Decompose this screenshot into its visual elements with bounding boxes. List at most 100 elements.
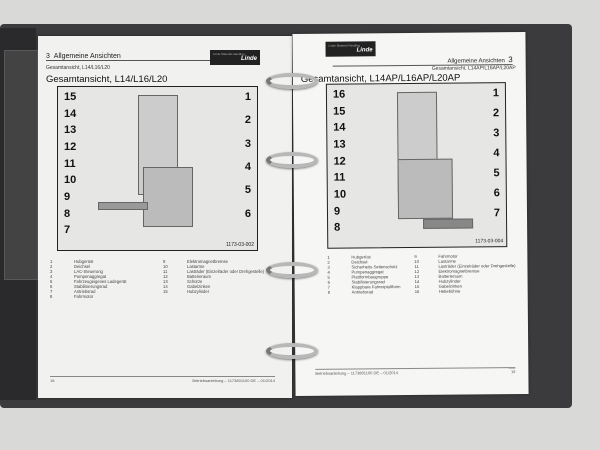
legend-label: Hubgerüst bbox=[74, 259, 94, 264]
page-number: 18 bbox=[50, 378, 55, 383]
binder-ring bbox=[266, 73, 318, 89]
binder-ring bbox=[266, 343, 318, 359]
callout-number: 4 bbox=[493, 147, 500, 160]
legend-item: 9 Elektromagnetbremse bbox=[163, 259, 264, 264]
legend-column: 9 Elektromagnetbremse 10 Lastarme 11 Lasträde… bbox=[163, 259, 264, 294]
legend-number: 5 bbox=[50, 279, 53, 284]
legend-number: 6 bbox=[50, 284, 53, 289]
callout-number: 7 bbox=[64, 224, 71, 237]
legend-item: 1 Hubgerüst bbox=[50, 259, 126, 264]
legend-item: 14 Gabelzinken bbox=[163, 284, 264, 289]
callout-number: 2 bbox=[492, 107, 500, 120]
callout-number: 3 bbox=[493, 127, 500, 140]
footer-text: Betriebsanleitung – 1173801100 DE – 01/2… bbox=[192, 378, 275, 383]
legend-item: 11 Lasträder (Einzelräder oder Drehgestel… bbox=[163, 269, 264, 274]
legend-label: Lasträder (Einzelräder oder Drehgestelle… bbox=[187, 269, 265, 274]
callout-number: 8 bbox=[334, 221, 341, 234]
callout-number: 13 bbox=[64, 124, 77, 137]
legend-label: Antriebsrad bbox=[74, 289, 96, 294]
binder-ring bbox=[266, 262, 318, 278]
callout-number: 16 bbox=[332, 88, 346, 101]
callout-number: 5 bbox=[244, 184, 251, 197]
legend-item: 13 Schürze bbox=[163, 279, 264, 284]
legend-number: 14 bbox=[163, 284, 168, 289]
callout-number: 7 bbox=[493, 207, 501, 220]
page-footer: 18 Betriebsanleitung – 1173801100 DE – 01… bbox=[50, 376, 275, 383]
binder-ring bbox=[266, 152, 318, 168]
footer-text: Betriebsanleitung – 1173801100 DE – 01/2… bbox=[315, 370, 398, 376]
running-subtitle: Gesamtansicht, L14/L16/L20 bbox=[46, 65, 110, 71]
callout-number: 6 bbox=[244, 207, 251, 220]
legend-number: 8 bbox=[50, 294, 53, 299]
legend-number: 7 bbox=[50, 289, 53, 294]
legend-number: 11 bbox=[163, 269, 168, 274]
callout-number: 1 bbox=[492, 87, 500, 100]
left-page: 3 Allgemeine Ansichten Linde Material Ha… bbox=[38, 36, 292, 398]
callout-number: 15 bbox=[64, 91, 77, 103]
legend-number: 4 bbox=[50, 274, 53, 279]
page-footer: Betriebsanleitung – 1173801100 DE – 01/2… bbox=[315, 367, 516, 376]
callout-number: 15 bbox=[333, 105, 346, 118]
legend-number: 16 bbox=[414, 288, 420, 294]
page-number: 19 bbox=[510, 369, 516, 375]
legend-label: Gabelzinken bbox=[187, 284, 211, 289]
legend-item: 7 Antriebsrad bbox=[50, 289, 126, 294]
platform-drawing bbox=[423, 218, 474, 229]
legend-item: 8 Fahrmotor bbox=[50, 294, 126, 299]
section-title: Gesamtansicht, L14/L16/L20 bbox=[46, 74, 168, 85]
callout-number: 2 bbox=[244, 114, 251, 127]
legend-label: Hubzylinder bbox=[187, 289, 210, 294]
callout-number: 9 bbox=[64, 191, 71, 203]
callout-number: 11 bbox=[333, 171, 346, 184]
legend-label: Deichsel bbox=[74, 264, 91, 269]
legend-item: 4 Pumpenaggregat bbox=[50, 274, 126, 279]
callout-number: 14 bbox=[64, 107, 77, 120]
fork-drawing bbox=[98, 202, 148, 210]
callout-number: 13 bbox=[333, 138, 346, 151]
legend-label: Batterieraum bbox=[187, 274, 211, 279]
legend-number: 12 bbox=[163, 274, 168, 279]
callout-number: 9 bbox=[333, 205, 341, 218]
legend-label: LAC-Steuerung bbox=[74, 269, 103, 274]
legend-number: 10 bbox=[163, 264, 168, 269]
callout-number: 3 bbox=[244, 137, 251, 150]
legend-item: 6 Stabilisierungsrad bbox=[50, 284, 126, 289]
legend-label: Hebebühne bbox=[438, 288, 461, 294]
callout-number: 8 bbox=[64, 207, 71, 220]
legend-number: 9 bbox=[163, 259, 166, 264]
legend-label: Fahrmotor bbox=[74, 294, 94, 299]
legend-number: 13 bbox=[163, 279, 168, 284]
legend-label: Elektromagnetbremse bbox=[187, 259, 228, 264]
chapter-header: 3 Allgemeine Ansichten bbox=[46, 53, 226, 61]
plastic-sleeve bbox=[4, 50, 38, 280]
figure-id: 1173-03-002 bbox=[226, 242, 254, 248]
legend-number: 1 bbox=[50, 259, 53, 264]
legend-number: 3 bbox=[50, 269, 53, 274]
legend-label: Lastarme bbox=[187, 264, 205, 269]
legend-item: 16 Hebebühne bbox=[415, 288, 516, 294]
legend-label: Stabilisierungsrad bbox=[74, 284, 108, 289]
callout-number: 12 bbox=[64, 141, 77, 153]
body-drawing bbox=[397, 158, 454, 220]
legend-number: 8 bbox=[327, 289, 331, 295]
legend-item: 12 Batterieraum bbox=[163, 274, 264, 279]
legend-label: Schürze bbox=[187, 279, 203, 284]
legend-item: 3 LAC-Steuerung bbox=[50, 269, 126, 274]
callout-number: 14 bbox=[333, 121, 346, 134]
callout-number: 1 bbox=[244, 91, 251, 103]
callout-number: 11 bbox=[64, 157, 76, 170]
figure-id: 1173-03-004 bbox=[475, 238, 504, 245]
callout-number: 4 bbox=[244, 161, 251, 173]
legend-label: Pumpenaggregat bbox=[74, 274, 107, 279]
